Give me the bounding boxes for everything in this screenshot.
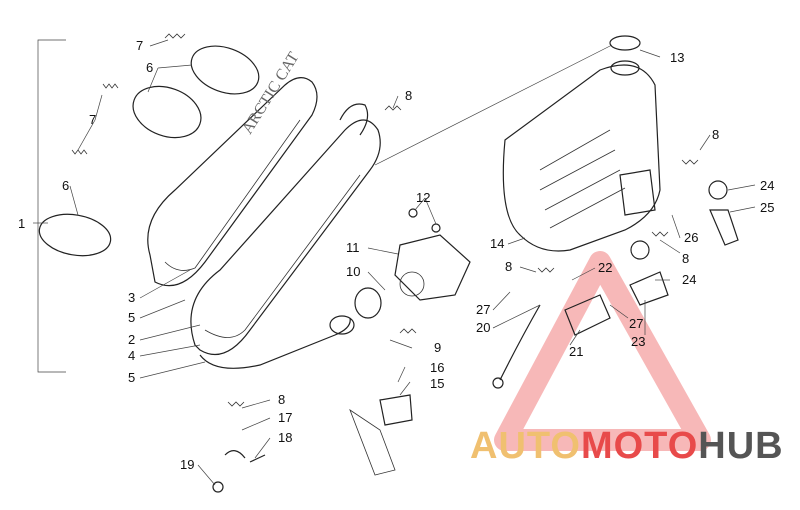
ground-cable-part <box>499 304 541 381</box>
callout-13: 13 <box>670 50 684 65</box>
resonator-part <box>502 64 661 252</box>
assembly-bracket <box>37 39 66 373</box>
callout-26: 26 <box>684 230 698 245</box>
nut-part <box>212 481 224 493</box>
callout-3: 3 <box>128 290 135 305</box>
bolt-part <box>431 223 441 233</box>
callout-15: 15 <box>430 376 444 391</box>
hanger-bracket-part <box>379 394 413 426</box>
grommet-part <box>609 35 641 76</box>
callout-14: 14 <box>490 236 504 251</box>
mount-bracket-part <box>629 271 669 306</box>
callout-5: 5 <box>128 310 135 325</box>
clamp-ring-part <box>38 45 260 257</box>
callout-8c: 8 <box>505 259 512 274</box>
watermark-moto: MOTO <box>581 425 698 467</box>
callout-5b: 5 <box>128 370 135 385</box>
callout-18: 18 <box>278 430 292 445</box>
mount-bracket-part <box>709 209 739 246</box>
callout-6: 6 <box>146 60 153 75</box>
callout-8b: 8 <box>712 127 719 142</box>
mount-bracket-part <box>564 294 611 336</box>
callout-17: 17 <box>278 410 292 425</box>
callout-16: 16 <box>430 360 444 375</box>
hook-part <box>224 450 246 459</box>
callout-25: 25 <box>760 200 774 215</box>
spring-part <box>227 105 699 407</box>
watermark-auto: AUTO <box>470 425 581 467</box>
callout-24: 24 <box>760 178 774 193</box>
callout-27: 27 <box>476 302 490 317</box>
manifold-flange-part <box>354 234 471 319</box>
frame-section-part <box>349 408 396 476</box>
callout-8d: 8 <box>682 251 689 266</box>
callout-10: 10 <box>346 264 360 279</box>
svg-text:AUTOMOTOHUB: AUTOMOTOHUB <box>470 425 784 467</box>
muffler-body-part <box>190 103 381 356</box>
callout-27b: 27 <box>629 316 643 331</box>
heat-shield-part: ARCTIC CAT <box>147 49 318 287</box>
leader-lines <box>33 39 756 486</box>
watermark-logo: AUTOMOTOHUB <box>470 425 784 467</box>
callout-11: 11 <box>346 240 360 255</box>
callout-2: 2 <box>128 332 135 347</box>
rubber-mount-part <box>630 240 650 260</box>
callout-9: 9 <box>434 340 441 355</box>
callout-6b: 6 <box>62 178 69 193</box>
callout-19: 19 <box>180 457 194 472</box>
cable-terminal-part <box>492 377 504 389</box>
callout-8: 8 <box>405 88 412 103</box>
spring-part <box>71 33 186 155</box>
callout-22: 22 <box>598 260 612 275</box>
watermark-hub: HUB <box>698 425 783 467</box>
callout-12: 12 <box>416 190 430 205</box>
rubber-mount-part <box>708 180 728 200</box>
callout-8e: 8 <box>278 392 285 407</box>
stamp-text: ARCTIC CAT <box>239 49 303 137</box>
exhaust-pipe-part <box>199 315 355 369</box>
callout-24b: 24 <box>682 272 696 287</box>
bolt-part <box>249 454 266 463</box>
callout-21: 21 <box>569 344 583 359</box>
callout-20: 20 <box>476 320 490 335</box>
callout-4: 4 <box>128 348 135 363</box>
callout-labels: 1 3 5 2 4 5 7 6 7 6 8 12 11 10 9 16 15 8… <box>18 38 774 472</box>
watermark-triangle <box>494 251 711 451</box>
callout-23: 23 <box>631 334 645 349</box>
guide-line <box>374 44 613 166</box>
callout-7: 7 <box>136 38 143 53</box>
callout-7b: 7 <box>89 112 96 127</box>
bolt-part <box>408 208 418 218</box>
callout-1: 1 <box>18 216 25 231</box>
